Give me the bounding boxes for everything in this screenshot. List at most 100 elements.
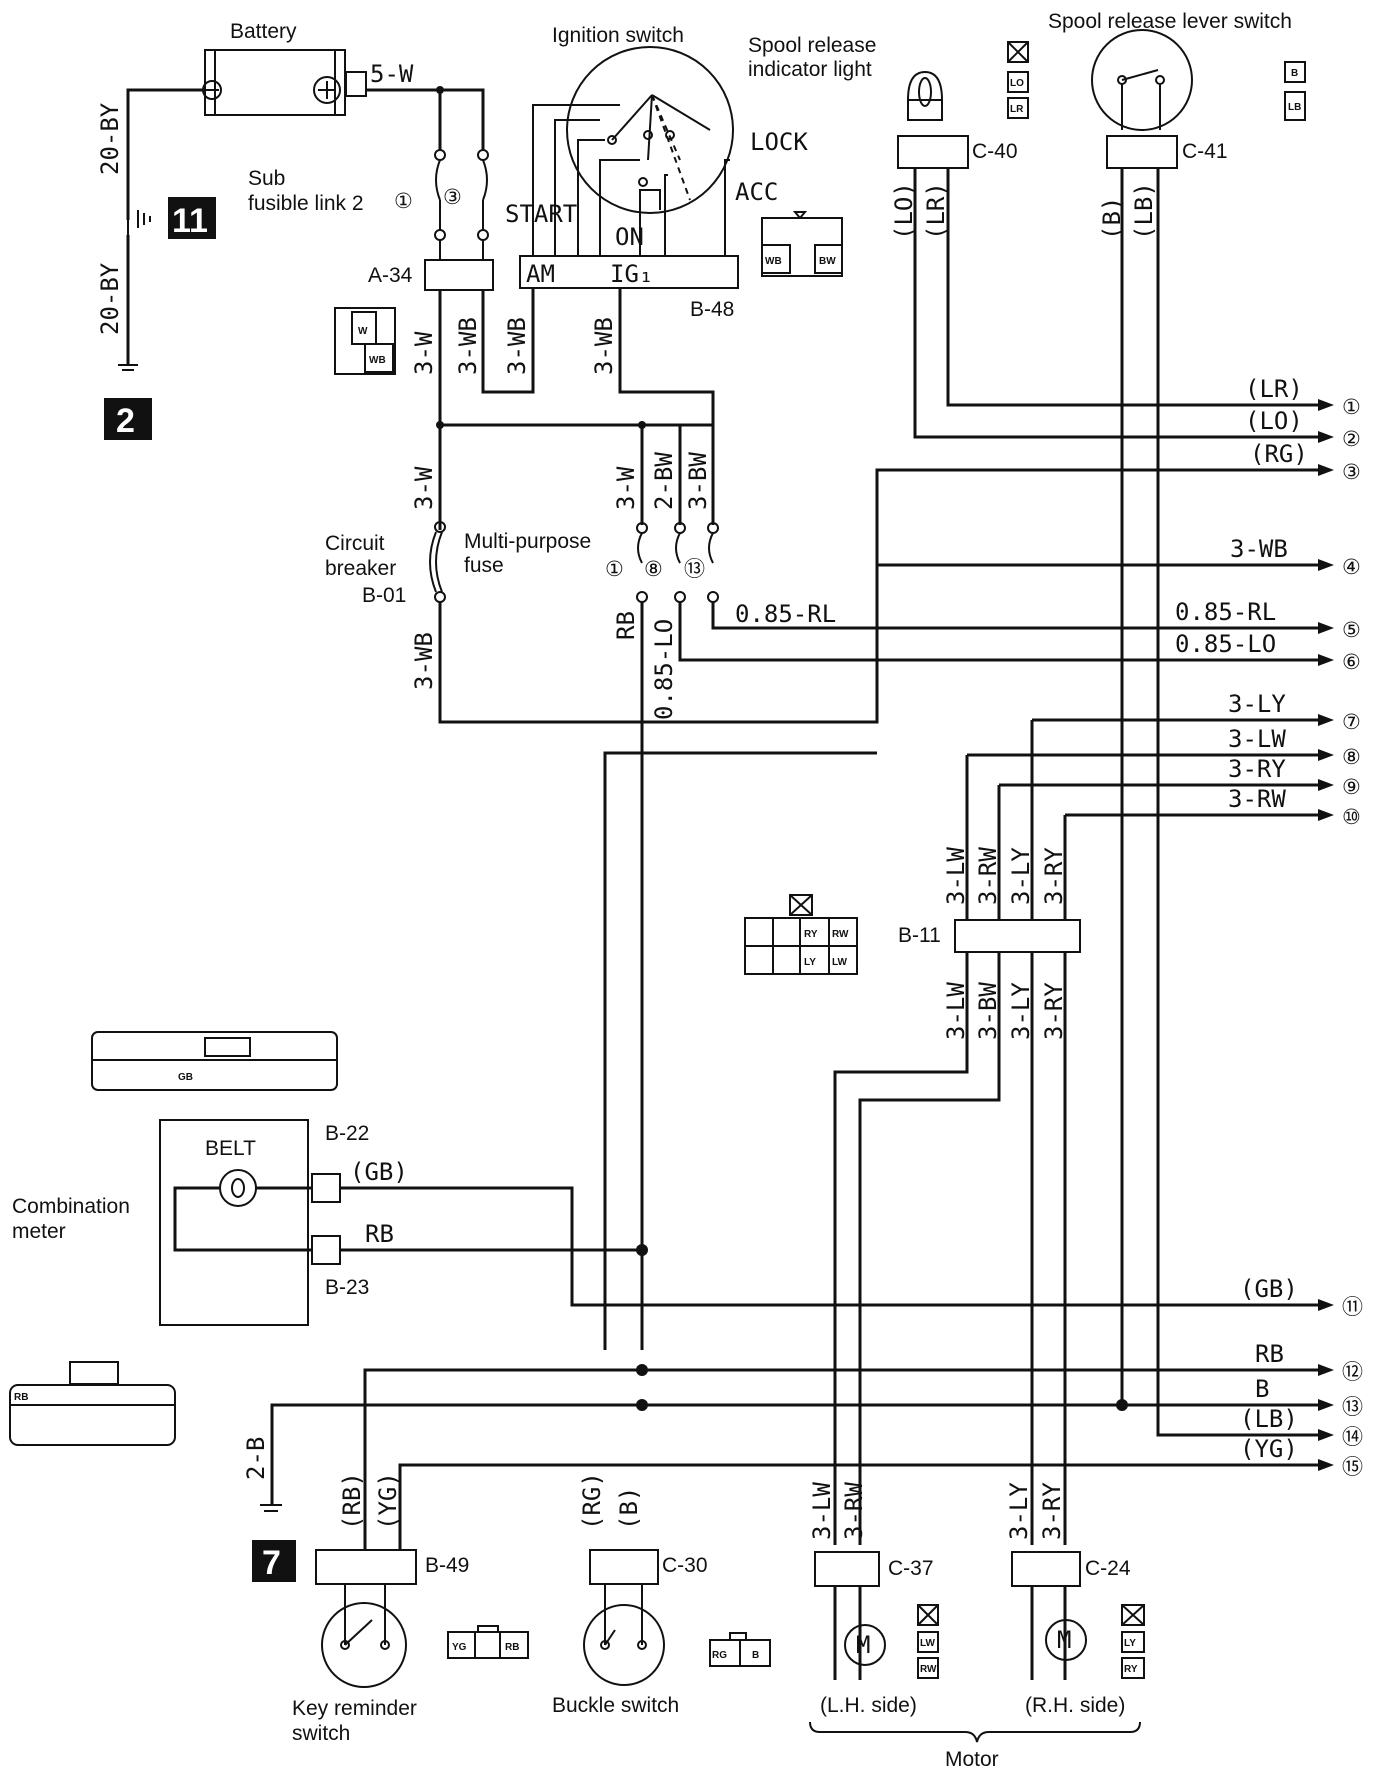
b11-top-wires: 3-LW 3-RW 3-LY 3-RY — [942, 847, 1068, 905]
output-arrow-8 — [1318, 749, 1334, 761]
output-number-7: ⑦ — [1342, 711, 1361, 734]
b48-label: B-48 — [690, 298, 734, 321]
output-label-8: 3-LW — [1228, 725, 1286, 753]
svg-text:RW: RW — [920, 1664, 937, 1675]
meter-pinout: GB — [91, 1031, 338, 1091]
wire-c40-lo: (LO) — [890, 182, 918, 240]
connector-b49 — [315, 1549, 417, 1585]
svg-text:LW: LW — [832, 957, 848, 968]
output-arrow-7 — [1318, 714, 1334, 726]
output-number-9: ⑨ — [1342, 776, 1361, 799]
lh-motor: M — [833, 1586, 886, 1680]
meter-label-1: Combination — [12, 1195, 130, 1218]
output-terminals: (LR)①(LO)②(RG)③3-WB④0.85-RL⑤0.85-LO⑥3-LY… — [877, 375, 1363, 1479]
wire-c41-b: (B) — [1098, 197, 1126, 240]
b01-label: B-01 — [362, 584, 406, 607]
output-number-2: ② — [1342, 428, 1361, 451]
svg-text:LY: LY — [804, 957, 816, 968]
svg-text:RG: RG — [712, 1650, 727, 1661]
output-arrow-13 — [1318, 1399, 1334, 1411]
c40-label: C-40 — [972, 140, 1018, 163]
battery-label: Battery — [230, 20, 297, 43]
output-label-13: B — [1255, 1375, 1269, 1403]
wire-mf-w: 3-W — [612, 466, 640, 510]
output-number-5: ⑤ — [1342, 619, 1361, 642]
connector-a34 — [424, 259, 494, 291]
wire-c30-rg: (RG) — [578, 1472, 606, 1530]
svg-text:BW: BW — [819, 256, 836, 267]
wire-am-wb: 3-WB — [503, 317, 531, 375]
b11-bot-0: 3-LW — [942, 982, 970, 1040]
output-number-6: ⑥ — [1342, 651, 1361, 674]
svg-text:LO: LO — [1010, 78, 1024, 89]
wire-c37-lw: 3-LW — [808, 1482, 836, 1540]
output-number-15: ⑮ — [1342, 1456, 1363, 1479]
circuit-breaker — [429, 521, 446, 603]
b11-top-3: 3-RY — [1040, 847, 1068, 905]
sub-fusible-label-1: Sub — [248, 167, 285, 190]
wire-gnd-bot: 20-BY — [96, 262, 124, 335]
rh-motor: M — [1030, 1586, 1087, 1680]
svg-text:RB: RB — [14, 1392, 28, 1403]
wire-gb-meter: (GB) — [350, 1158, 408, 1186]
b49-label: B-49 — [425, 1554, 469, 1577]
b48-pinout: WB BW — [761, 211, 843, 277]
output-label-4: 3-WB — [1230, 535, 1288, 563]
svg-text:LY: LY — [1124, 1638, 1136, 1649]
output-label-6: 0.85-LO — [1175, 630, 1276, 658]
output-label-10: 3-RW — [1228, 785, 1286, 813]
b11-label: B-11 — [898, 924, 941, 947]
combination-meter — [159, 1119, 309, 1326]
output-arrow-5 — [1318, 622, 1334, 634]
svg-text:W: W — [358, 326, 368, 337]
output-arrow-10 — [1318, 809, 1334, 821]
b11-bot-3: 3-RY — [1040, 982, 1068, 1040]
b49-pinout-small: RB — [9, 1361, 176, 1446]
spool-indicator-light — [907, 70, 943, 121]
c41-label: C-41 — [1182, 140, 1228, 163]
b11-top-0: 3-LW — [942, 847, 970, 905]
ignition-label: Ignition switch — [552, 24, 684, 47]
a34-pinout: W WB — [334, 307, 396, 375]
output-arrow-2 — [1318, 431, 1334, 443]
output-label-11: (GB) — [1240, 1275, 1298, 1303]
wire-b49-rb: (RB) — [338, 1472, 366, 1530]
wire-b49-yg: (YG) — [374, 1472, 402, 1530]
output-label-9: 3-RY — [1228, 755, 1286, 783]
fuse-1-num: ① — [394, 190, 413, 213]
output-label-7: 3-LY — [1228, 690, 1286, 718]
b48-am: AM — [526, 260, 555, 288]
c24-label: C-24 — [1085, 1557, 1131, 1580]
output-label-12: RB — [1255, 1340, 1284, 1368]
wire-cb-wb: 3-WB — [410, 632, 438, 690]
c24-pinout: LY RY — [1121, 1604, 1145, 1679]
connector-c37 — [814, 1551, 880, 1587]
output-label-15: (YG) — [1240, 1435, 1298, 1463]
meter-label-2: meter — [12, 1220, 66, 1243]
wire-mf-bw2: 3-BW — [684, 452, 712, 510]
mf-8-num: ⑧ — [644, 558, 663, 581]
key-reminder-label-2: switch — [292, 1722, 350, 1745]
svg-text:WB: WB — [369, 355, 386, 366]
c40-pinout: LO LR — [1007, 41, 1029, 119]
b48-ig1: IG₁ — [610, 260, 653, 288]
output-arrow-3 — [1318, 464, 1334, 476]
wire-gnd7: 2-B — [242, 1437, 270, 1480]
pos-lock: LOCK — [750, 128, 808, 156]
cb-label-1: Circuit — [325, 532, 385, 555]
sub-fusible-link — [434, 149, 489, 241]
motor-label: Motor — [945, 1748, 999, 1771]
wire-lo-v: 0.85-LO — [650, 619, 678, 720]
output-number-14: ⑭ — [1342, 1426, 1363, 1449]
spool-lever-switch — [1091, 29, 1193, 131]
output-label-1: (LR) — [1245, 375, 1303, 403]
wire-c37-rw: 3-RW — [840, 1482, 868, 1540]
ignition-switch — [532, 46, 734, 255]
wire-cb-w: 3-W — [410, 466, 438, 510]
ground-badge-2-text: 2 — [116, 402, 135, 440]
key-reminder-switch — [321, 1584, 407, 1688]
wire-c41-lb: (LB) — [1130, 182, 1158, 240]
wire-rb-v: RB — [612, 611, 640, 640]
output-number-8: ⑧ — [1342, 746, 1361, 769]
wire-mf-bw: 2-BW — [650, 452, 678, 510]
